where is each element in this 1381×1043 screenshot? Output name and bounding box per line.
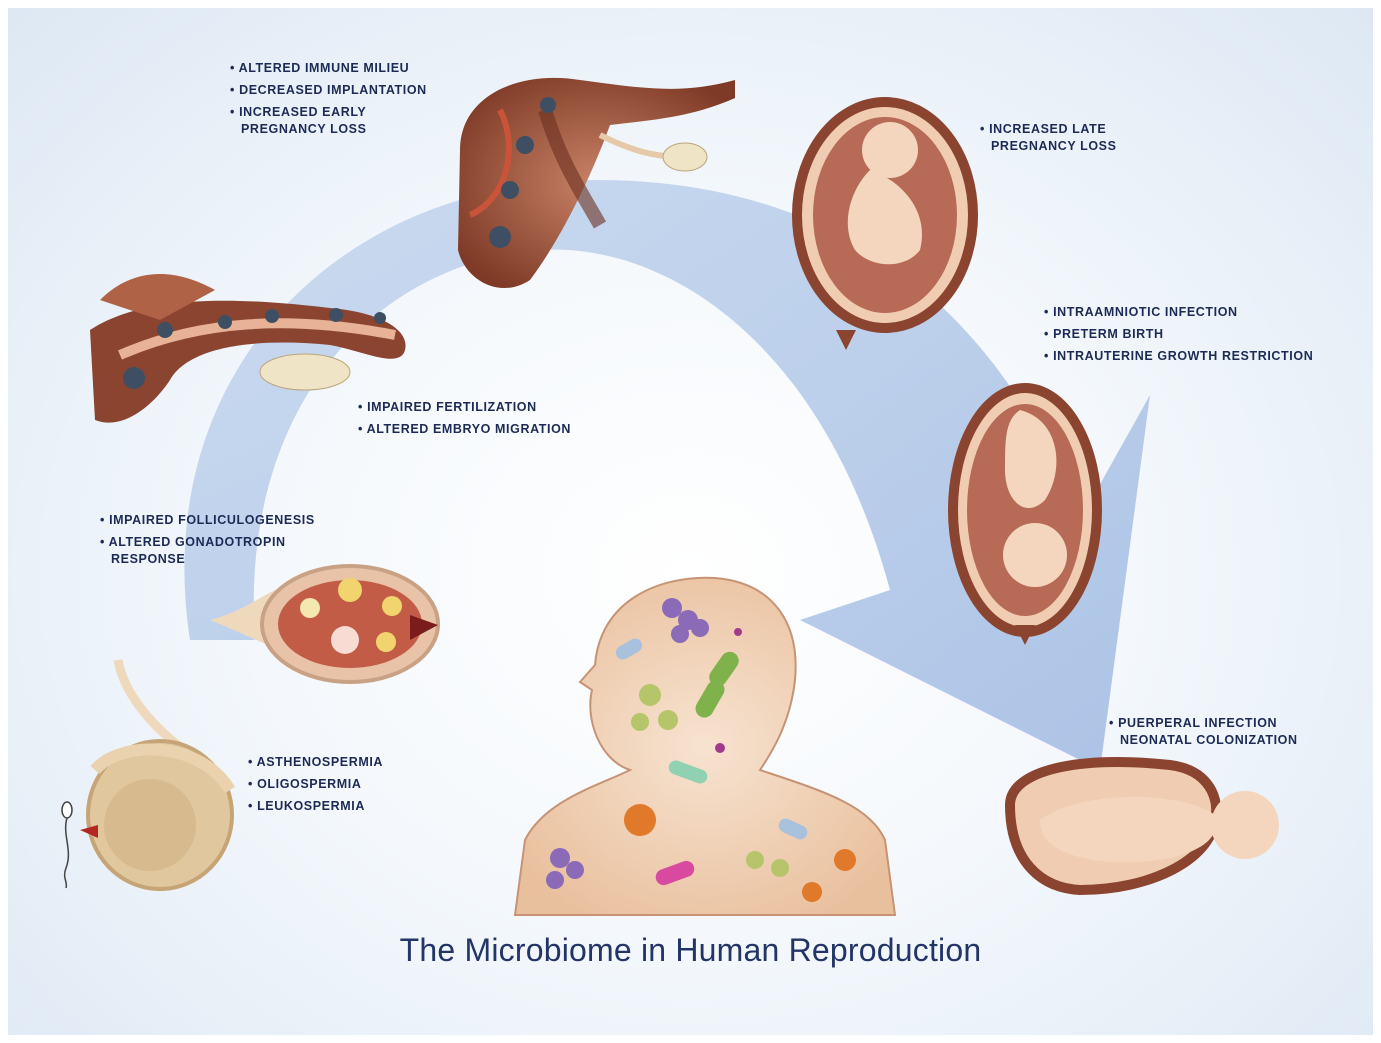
late-pregnancy-effects-label: • INCREASED LATE PREGNANCY LOSS [980,122,1117,161]
birth-effects-label: • PUERPERAL INFECTION NEONATAL COLONIZAT… [1109,716,1298,755]
ovary-effect-item: • IMPAIRED FOLLICULOGENESIS [100,513,315,528]
preterm-effect-item: • INTRAAMNIOTIC INFECTION [1044,305,1313,320]
tube-effect-item: • IMPAIRED FERTILIZATION [358,400,571,415]
tube-effect-item: • ALTERED EMBRYO MIGRATION [358,422,571,437]
tube-effects-label: • IMPAIRED FERTILIZATION • ALTERED EMBRY… [358,400,571,444]
uterus-effect-item: • ALTERED IMMUNE MILIEU [230,61,427,76]
uterus-effect-item: • DECREASED IMPLANTATION [230,83,427,98]
testis-effects-label: • ASTHENOSPERMIA • OLIGOSPERMIA • LEUKOS… [248,755,383,821]
ovary-effects-label: • IMPAIRED FOLLICULOGENESIS • ALTERED GO… [100,513,315,574]
testis-effect-item: • OLIGOSPERMIA [248,777,383,792]
diagram-title: The Microbiome in Human Reproduction [0,932,1381,969]
testis-illustration [88,660,232,889]
uterus-effect-item-cont: PREGNANCY LOSS [230,122,427,137]
birth-effect-item: • PUERPERAL INFECTION [1109,716,1298,731]
late-effect-item: • INCREASED LATE [980,122,1117,137]
preterm-effect-item: • PRETERM BIRTH [1044,327,1313,342]
birth-effect-item-cont: NEONATAL COLONIZATION [1109,733,1298,748]
preterm-effect-item: • INTRAUTERINE GROWTH RESTRICTION [1044,349,1313,364]
testis-effect-item: • LEUKOSPERMIA [248,799,383,814]
ovary-effect-item-cont: RESPONSE [100,552,315,567]
late-effect-item-cont: PREGNANCY LOSS [980,139,1117,154]
ovary-effect-item: • ALTERED GONADOTROPIN [100,535,315,550]
newborn-birth-illustration [1010,762,1279,890]
uterus-effect-item: • INCREASED EARLY [230,105,427,120]
testis-effect-item: • ASTHENOSPERMIA [248,755,383,770]
preterm-effects-label: • INTRAAMNIOTIC INFECTION • PRETERM BIRT… [1044,305,1313,371]
uterus-effects-label: • ALTERED IMMUNE MILIEU • DECREASED IMPL… [230,61,427,144]
